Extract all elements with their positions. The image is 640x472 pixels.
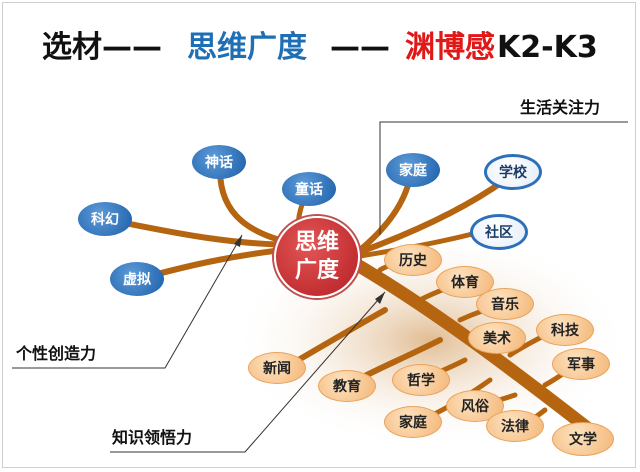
node-xuni[interactable]: 虚拟 [110, 262, 164, 296]
node-xuexiao[interactable]: 学校 [484, 154, 542, 190]
pointer-creative [12, 234, 243, 369]
center-line-1: 思维 [294, 230, 339, 255]
center-node[interactable]: 思维 广度 [274, 216, 360, 298]
pointer-arrowheads [234, 235, 385, 304]
label-pointers [12, 121, 628, 453]
node-shenhua[interactable]: 神话 [192, 145, 246, 179]
center-line-2: 广度 [294, 258, 339, 283]
node-lishi[interactable]: 历史 [384, 244, 442, 276]
node-meishu[interactable]: 美术 [468, 322, 526, 354]
branch-to-kehuan [107, 217, 303, 248]
node-jiating-top[interactable]: 家庭 [386, 153, 440, 187]
title-part-4: 渊博感 [405, 30, 495, 65]
label-knowledge: 知识领悟力 [112, 428, 193, 447]
title-part-2: 思维广度 [187, 30, 307, 65]
node-jiaoyu[interactable]: 教育 [318, 370, 376, 402]
title-part-5: K2-K3 [497, 30, 598, 65]
branch-to-shequ [357, 229, 483, 259]
node-shequ[interactable]: 社区 [470, 214, 528, 250]
arrowhead-creative [234, 235, 242, 247]
node-xinwen[interactable]: 新闻 [248, 352, 306, 384]
node-keji[interactable]: 科技 [536, 314, 594, 346]
pointer-life [379, 121, 628, 235]
node-zhexue[interactable]: 哲学 [392, 364, 450, 396]
node-tonghua[interactable]: 童话 [282, 172, 336, 206]
title-part-3: —— [330, 30, 390, 65]
pointer-knowledge [110, 291, 386, 453]
node-wenxue[interactable]: 文学 [552, 422, 614, 456]
branch-to-xuexiao [357, 177, 508, 255]
branch-trunk [333, 248, 597, 437]
node-falv[interactable]: 法律 [486, 410, 544, 442]
node-jiating-bottom[interactable]: 家庭 [384, 406, 442, 438]
node-junshi[interactable]: 军事 [552, 348, 610, 380]
node-kehuan[interactable]: 科幻 [78, 202, 132, 236]
title-part-1: 选材—— [42, 30, 162, 65]
label-life: 生活关注力 [520, 98, 601, 117]
node-yinyue[interactable]: 音乐 [476, 288, 534, 320]
arrowhead-knowledge [375, 292, 385, 304]
frame-border [2, 2, 636, 468]
label-creative: 个性创造力 [16, 344, 97, 363]
